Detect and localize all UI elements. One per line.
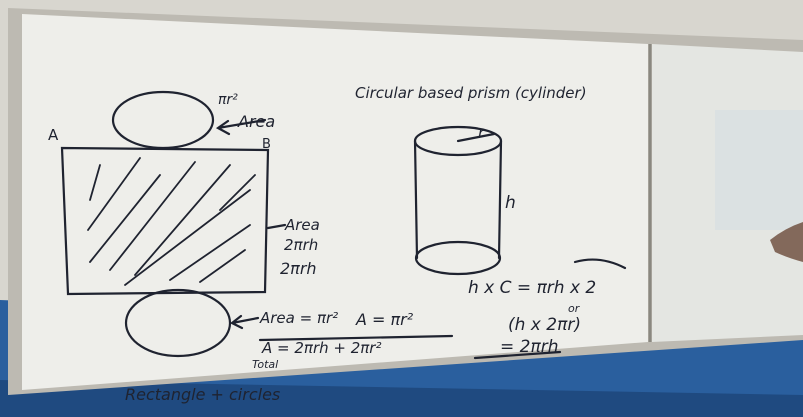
corner-b-label: B <box>262 137 271 152</box>
arrow-side-area <box>266 223 287 230</box>
a-eq-pir2: A = πr² <box>355 310 414 329</box>
side-area-word: Area <box>284 216 320 234</box>
net-rectangle <box>60 146 270 296</box>
board-panel-left <box>22 14 648 390</box>
rectangle-shading <box>87 157 256 286</box>
bottom-circle <box>124 288 232 358</box>
height-label: h <box>505 193 516 213</box>
curved-arrow <box>573 258 627 270</box>
top-area-word: Area <box>237 112 275 131</box>
radius-label: r <box>478 124 485 142</box>
a-total-formula: A = 2πrh + 2πr² <box>261 339 381 357</box>
hxc-formula: h x C = πrh x 2 <box>468 278 596 298</box>
corner-a-label: A <box>48 126 59 144</box>
person-hand <box>770 222 803 262</box>
or-label: or <box>568 302 581 315</box>
bottom-area-label: Area = πr² <box>259 309 338 327</box>
underline-result <box>473 350 562 360</box>
top-area-formula: πr² <box>218 92 238 108</box>
board-title: Circular based prism (cylinder) <box>355 84 587 102</box>
side-area-1: 2πrh <box>284 236 318 254</box>
cylinder-base <box>414 240 502 276</box>
total-label: Total <box>252 358 278 371</box>
side-area-2: 2πrh <box>280 259 317 278</box>
cylinder-left-side <box>413 139 419 260</box>
blue-wall-shadow <box>0 380 803 417</box>
rectangle-circles-label: Rectangle + circles <box>125 385 280 404</box>
arrow-bottom-area <box>229 314 260 330</box>
cylinder-radius-line <box>456 132 496 143</box>
cylinder-right-side <box>497 139 503 260</box>
result-formula: = 2πrh <box>500 337 558 357</box>
board-glare <box>715 110 803 230</box>
underline-formula <box>258 334 454 342</box>
arrow-top-area <box>215 118 267 136</box>
alt-formula: (h x 2πr) <box>508 315 581 335</box>
